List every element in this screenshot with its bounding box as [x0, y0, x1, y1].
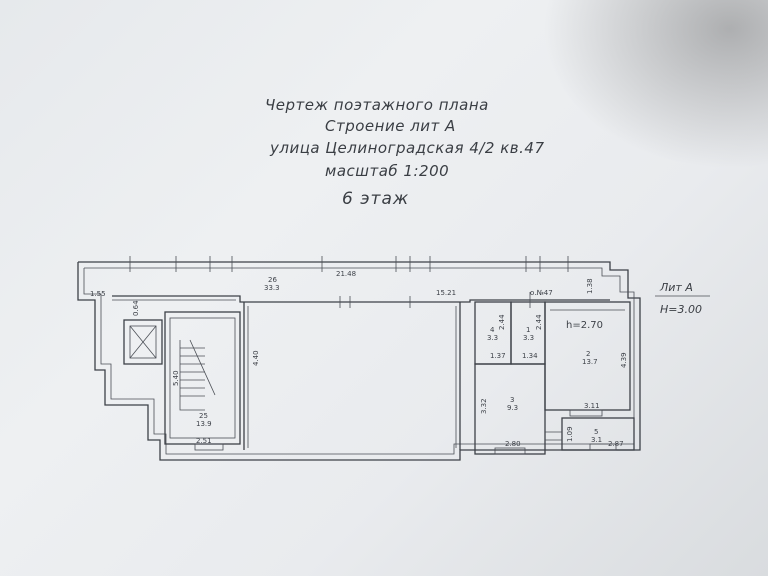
dim-room5-width: 2.87	[608, 440, 624, 448]
room-25-number: 25	[199, 412, 208, 420]
room-4-area: 3.3	[487, 334, 498, 342]
building-label: Строение лит А	[325, 117, 456, 135]
dim-room3-width: 2.80	[505, 440, 521, 448]
dim-stair-bottom: 2.51	[196, 437, 212, 445]
address-label: улица Целиноградская 4/2 кв.47	[270, 139, 545, 157]
dim-left-top: 1.55	[90, 290, 106, 298]
window-ticks	[129, 256, 569, 308]
dim-hall-length: 15.21	[436, 289, 456, 297]
dim-stair-width: 5.40	[172, 370, 180, 386]
apartment-rooms	[474, 301, 635, 455]
corridor-walls	[112, 295, 610, 303]
room-1-area: 3.3	[523, 334, 534, 342]
dim-room5-height: 1.09	[566, 426, 574, 442]
height-label: Н=3.00	[660, 303, 702, 316]
dim-left-small: 0.64	[132, 300, 140, 316]
room-1-number: 1	[526, 326, 530, 334]
scale-label: масштаб 1:200	[325, 162, 450, 180]
room-5-number: 5	[594, 428, 598, 436]
room-26-number: 26	[268, 276, 277, 284]
room-25-area: 13.9	[196, 420, 212, 428]
room-2-number: 2	[586, 350, 590, 358]
stair-block	[164, 311, 241, 451]
drawing-title: Чертеж поэтажного плана	[265, 96, 489, 114]
dim-top-length: 21.48	[336, 270, 356, 278]
elevator-shaft	[123, 319, 163, 365]
dim-wc-left: 2.44	[498, 314, 506, 330]
dim-room2-width: 3.11	[584, 402, 600, 410]
dim-wc-bottom-right: 1.34	[522, 352, 538, 360]
room-2-area: 13.7	[582, 358, 598, 366]
dim-right-top: 1.38	[586, 278, 594, 294]
outer-walls	[77, 261, 641, 461]
dim-wc-bottom-left: 1.37	[490, 352, 506, 360]
lit-label: Лит А	[659, 281, 693, 294]
room-height-label: h=2.70	[566, 320, 603, 331]
room-4-number: 4	[490, 326, 495, 334]
room-3-area: 9.3	[507, 404, 518, 412]
dim-room3-height: 3.32	[480, 398, 488, 414]
dim-right-side: 4.39	[620, 352, 628, 368]
room-5-area: 3.1	[591, 436, 602, 444]
dim-hall-height: 4.40	[252, 350, 260, 366]
dim-wc-right: 2.44	[535, 314, 543, 330]
floor-label: 6 этаж	[342, 189, 410, 209]
room-3-number: 3	[510, 396, 514, 404]
room-26-area: 33.3	[264, 284, 280, 292]
hall-room	[243, 302, 461, 450]
apartment-marker: о.№47	[530, 289, 553, 297]
lit-block: Лит А Н=3.00	[655, 281, 710, 316]
